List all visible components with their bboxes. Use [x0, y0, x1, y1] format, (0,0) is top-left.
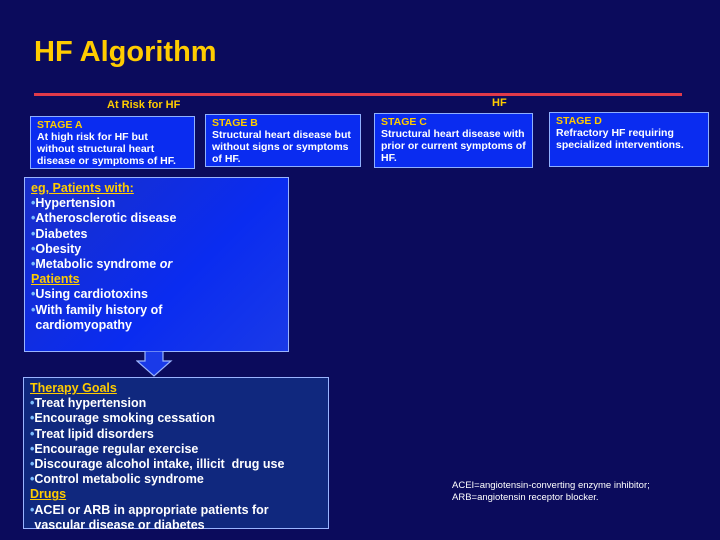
footnote-line: ARB=angiotensin receptor blocker.: [452, 492, 599, 503]
divider-line: [34, 93, 682, 96]
list-item: Obesity: [35, 241, 82, 256]
stage-text: Refractory HF requiring specialized inte…: [556, 127, 684, 151]
footnote-line: ACEI=angiotensin-converting enzyme inhib…: [452, 480, 650, 491]
stage-text: Structural heart disease with prior or c…: [381, 128, 526, 164]
stage-text: Structural heart disease but without sig…: [212, 129, 351, 165]
therapy-box: Therapy Goals •Treat hypertension •Encou…: [23, 377, 329, 532]
stage-a-box: STAGE A At high risk for HF but without …: [30, 116, 195, 169]
stage-b-box: STAGE B Structural heart disease but wit…: [205, 114, 361, 167]
list-item: Atherosclerotic disease: [35, 211, 177, 226]
hf-header: HF: [492, 97, 507, 109]
list-item: Using cardiotoxins: [35, 287, 148, 302]
footnote: ACEI=angiotensin-converting enzyme inhib…: [452, 480, 650, 504]
at-risk-header: At Risk for HF: [107, 99, 181, 111]
list-item: Control metabolic syndrome: [34, 472, 204, 487]
list-item: Discourage alcohol intake, illicit drug …: [34, 457, 285, 472]
list-item: With family history of cardiomyopathy: [35, 302, 163, 332]
list-item: Encourage smoking cessation: [34, 411, 215, 426]
list-item: ACEI or ARB in appropriate patients for …: [34, 502, 269, 532]
stage-label: STAGE B: [212, 117, 258, 129]
patients-box: eg, Patients with: •Hypertension •Athero…: [24, 177, 289, 352]
stage-label: STAGE C: [381, 116, 427, 128]
down-arrow-icon: [136, 351, 173, 377]
patients-heading-2: Patients: [31, 272, 80, 287]
stage-text: At high risk for HF but without structur…: [37, 131, 176, 167]
patients-heading: eg, Patients with:: [31, 181, 134, 195]
list-item: Hypertension: [35, 196, 116, 211]
stage-d-box: STAGE D Refractory HF requiring speciali…: [549, 112, 709, 167]
stage-label: STAGE A: [37, 119, 83, 131]
or-text: or: [159, 257, 173, 272]
list-item: Diabetes: [35, 226, 88, 241]
stage-label: STAGE D: [556, 115, 602, 127]
drugs-heading: Drugs: [30, 487, 67, 502]
therapy-heading: Therapy Goals: [30, 381, 117, 395]
stage-c-box: STAGE C Structural heart disease with pr…: [374, 113, 533, 168]
list-item: Treat hypertension: [34, 396, 147, 411]
list-item: Treat lipid disorders: [34, 426, 154, 441]
list-item: Metabolic syndrome: [35, 257, 157, 272]
list-item: Encourage regular exercise: [34, 441, 199, 456]
page-title: HF Algorithm: [34, 36, 217, 68]
